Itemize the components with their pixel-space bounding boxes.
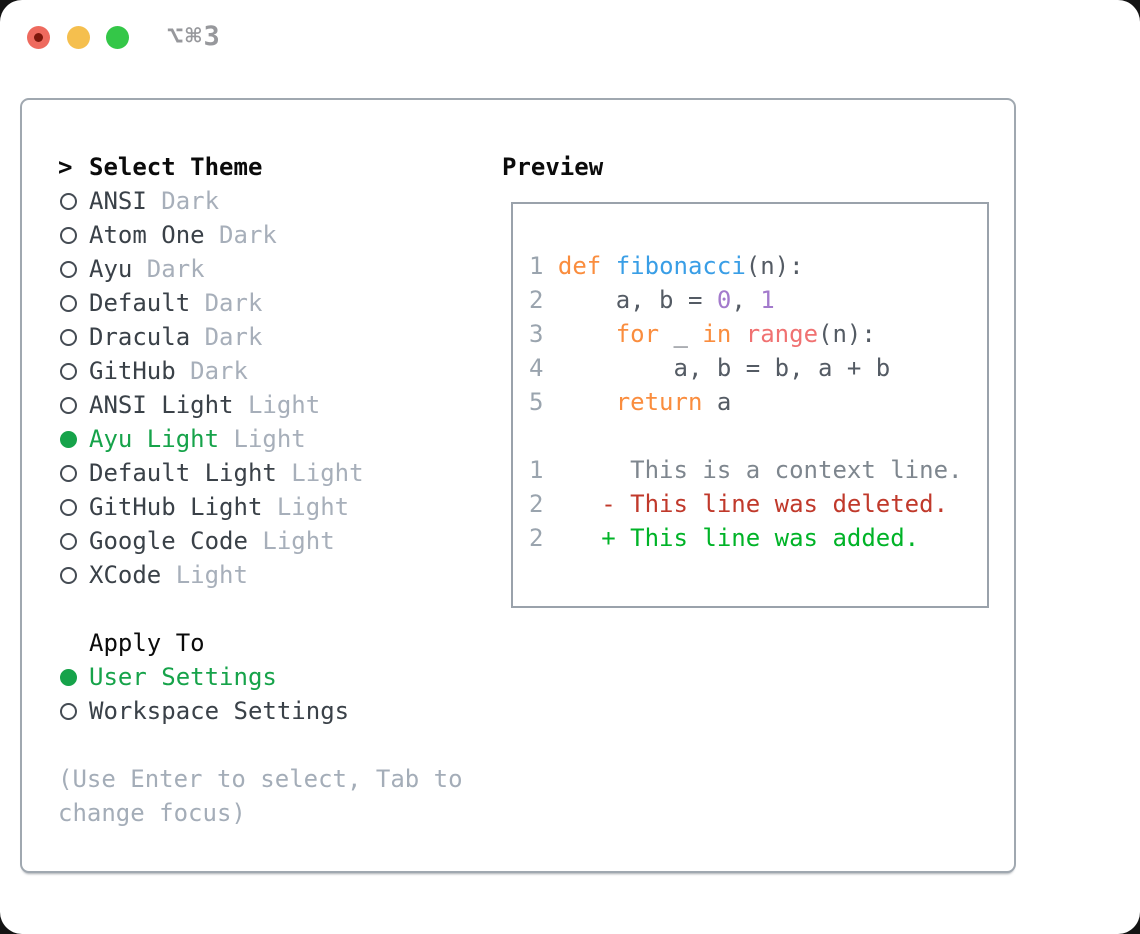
item-badge: Dark [190,289,263,317]
theme-item-ayu[interactable]: Ayu Dark [58,252,498,286]
radio-icon[interactable] [60,566,77,584]
item-label: Dracula [89,323,191,351]
item-label: Google Code [89,527,248,555]
item-label: GitHub [89,357,176,385]
radio-icon[interactable] [60,464,77,482]
item-badge: Dark [190,323,263,351]
preview-title: Preview [502,153,604,181]
item-label: ANSI Light [89,391,234,419]
radio-icon[interactable] [60,294,77,312]
item-label: Ayu Light [89,425,220,453]
theme-item-ansi[interactable]: ANSI Dark [58,184,498,218]
preview-line: 3 for _ in range(n): [529,320,876,348]
radio-icon[interactable] [60,226,77,244]
preview-line [529,422,987,456]
item-badge: Dark [132,255,205,283]
theme-item-default-light[interactable]: Default Light Light [58,456,498,490]
theme-item-google-code[interactable]: Google Code Light [58,524,498,558]
radio-icon[interactable] [60,362,77,380]
apply-to-header: Apply To [58,626,498,660]
hint-text: (Use Enter to select, Tab to change focu… [58,765,463,827]
select-theme-header: > Select Theme [58,150,498,184]
item-label: GitHub Light [89,493,263,521]
radio-icon[interactable] [60,702,77,720]
preview-line: 1 def fibonacci(n): [529,252,804,280]
preview-line: 2 - This line was deleted. [529,490,949,518]
theme-item-github[interactable]: GitHub Dark [58,354,498,388]
preview-line: 2 a, b = 0, 1 [529,286,775,314]
preview-line: 1 This is a context line. [529,456,963,484]
prompt-marker: > [58,150,89,184]
item-badge: Dark [175,357,248,385]
apply-option-workspace-settings[interactable]: Workspace Settings [58,694,498,728]
zoom-button-icon[interactable] [106,26,129,49]
item-badge: Light [247,527,335,555]
item-badge: Dark [146,187,220,215]
select-theme-title: Select Theme [89,153,263,181]
theme-item-ansi-light[interactable]: ANSI Light Light [58,388,498,422]
item-label: Ayu [89,255,133,283]
item-badge: Dark [204,221,277,249]
item-label: Default [89,289,191,317]
radio-icon[interactable] [60,192,77,210]
title-bar: ⌥⌘3 [0,0,1140,76]
close-button-icon[interactable] [27,26,50,49]
radio-icon[interactable] [60,328,77,346]
apply-option-user-settings[interactable]: User Settings [58,660,498,694]
item-badge: Light [262,493,350,521]
radio-icon[interactable] [60,260,77,278]
theme-item-github-light[interactable]: GitHub Light Light [58,490,498,524]
item-label: Atom One [89,221,205,249]
item-badge: Light [233,391,321,419]
preview-line: 4 a, b = b, a + b [529,354,891,382]
item-label: XCode [89,561,162,589]
radio-selected-icon[interactable] [60,668,77,686]
spacer [58,592,498,626]
radio-selected-icon[interactable] [60,430,77,448]
theme-item-xcode[interactable]: XCode Light [58,558,498,592]
theme-item-ayu-light[interactable]: Ayu Light Light [58,422,498,456]
theme-item-dracula[interactable]: Dracula Dark [58,320,498,354]
item-label: Workspace Settings [89,697,350,725]
radio-icon[interactable] [60,532,77,550]
radio-icon[interactable] [60,396,77,414]
radio-icon[interactable] [60,498,77,516]
item-badge: Light [161,561,248,589]
spacer [58,728,498,762]
theme-item-default[interactable]: Default Dark [58,286,498,320]
item-badge: Light [219,425,306,453]
item-label: ANSI [89,187,147,215]
item-badge: Light [276,459,364,487]
preview-line: 2 + This line was added. [529,524,920,552]
item-label: Default Light [89,459,277,487]
preview-box: 1 def fibonacci(n): 2 a, b = 0, 1 3 for _ … [511,202,989,608]
preview-line: 5 return a [529,388,732,416]
minimize-button-icon[interactable] [67,26,90,49]
prompt-icon: > [58,153,73,181]
item-label: User Settings [89,663,277,691]
window-title: ⌥⌘3 [167,21,222,52]
apply-to-title: Apply To [89,629,205,657]
theme-item-atom-one[interactable]: Atom One Dark [58,218,498,252]
